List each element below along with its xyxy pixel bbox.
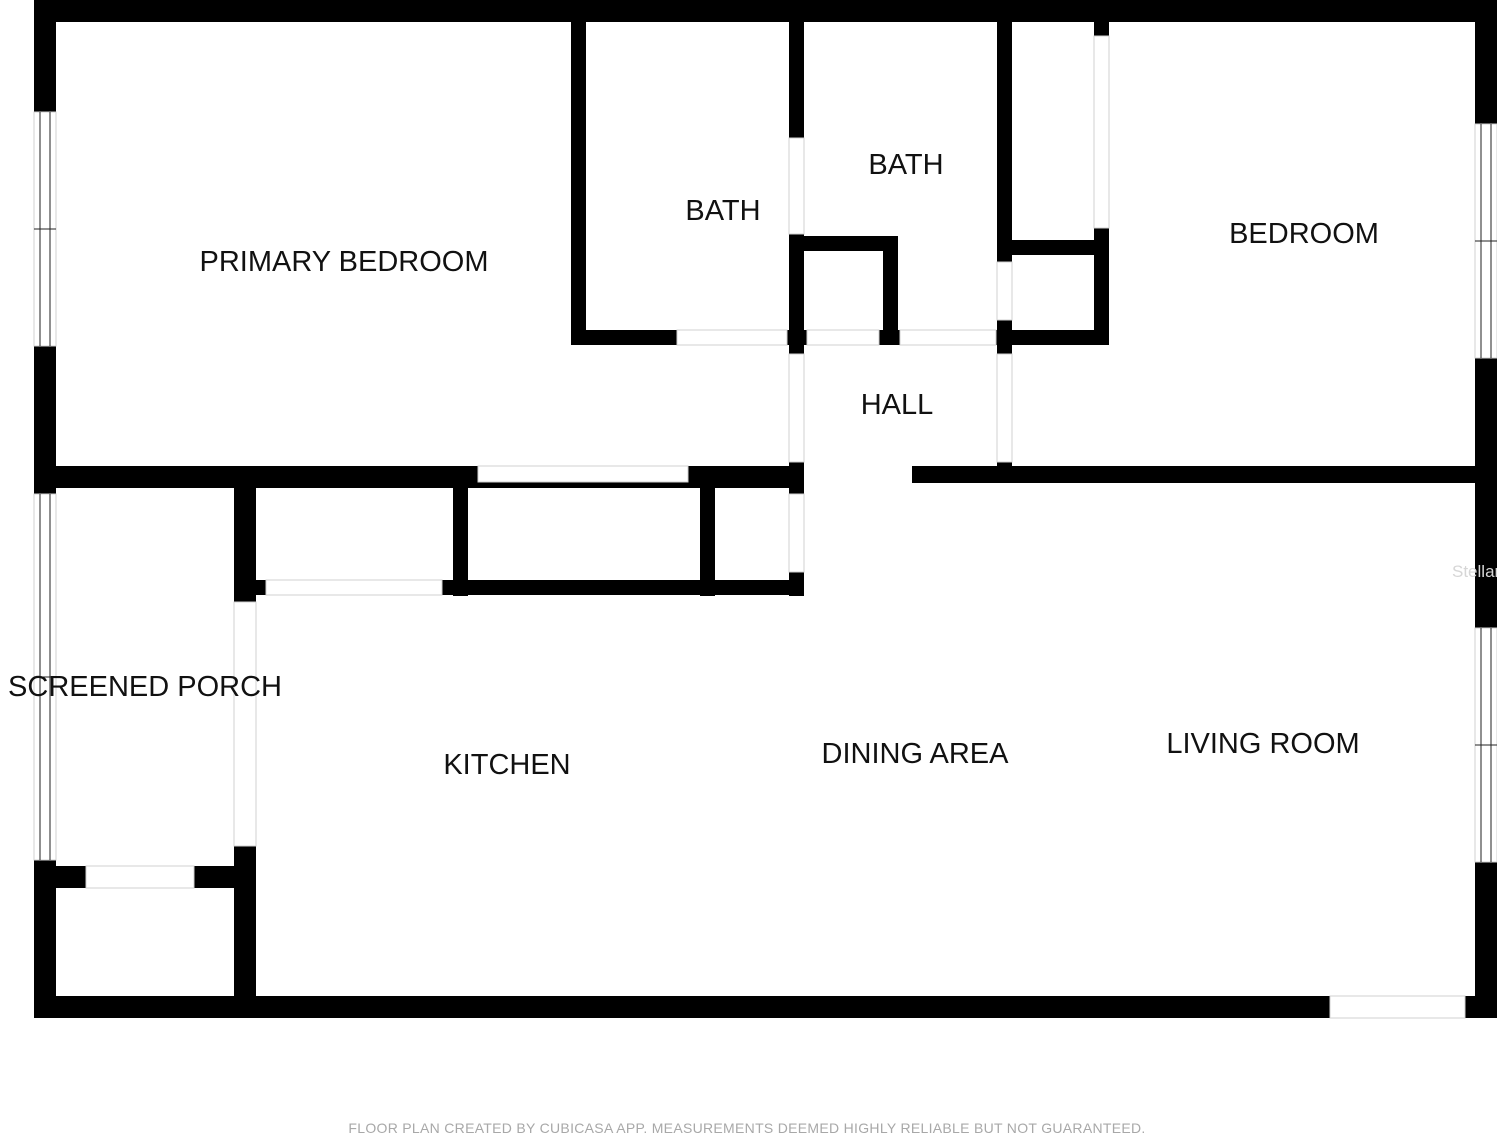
wall-closet-c-right — [789, 572, 804, 596]
wall-bath1-left — [571, 0, 586, 344]
windows — [33, 111, 1497, 863]
wall-bath2-right-upper — [997, 0, 1012, 262]
door-bedroom-closet — [1093, 35, 1110, 229]
window-bedroom — [1474, 123, 1497, 359]
window-living-room — [1474, 627, 1497, 863]
door-porch-kitchen — [233, 601, 257, 847]
door-closet-hall — [806, 329, 880, 346]
door-porch-storage — [85, 865, 195, 889]
label-bath-2: BATH — [868, 149, 943, 181]
footer-disclaimer: FLOOR PLAN CREATED BY CUBICASA APP. MEAS… — [348, 1120, 1145, 1134]
outer-wall-bottom — [34, 996, 1497, 1018]
wall-bedroom-bottom — [912, 466, 1497, 483]
watermark: Stellar — [1452, 562, 1497, 581]
wall-hall-left-lower — [789, 462, 804, 494]
outer-wall-top — [34, 0, 1497, 22]
wall-bath-divider-upper — [789, 0, 804, 138]
window-porch — [33, 493, 57, 861]
wall-bedroom-closet-right — [1094, 228, 1109, 344]
openings — [85, 35, 1466, 1019]
door-hall-left — [788, 353, 805, 463]
label-living-room: LIVING ROOM — [1166, 728, 1359, 760]
wall-bedroom-stub — [1094, 0, 1109, 36]
wall-bath2-right-lower — [997, 320, 1012, 354]
door-closet-c — [788, 493, 805, 573]
label-screened-porch: SCREENED PORCH — [8, 671, 282, 703]
door-hall-right — [996, 353, 1013, 463]
door-bath2-side — [996, 261, 1013, 321]
label-dining-area: DINING AREA — [822, 738, 1010, 770]
window-primary-bedroom — [33, 111, 57, 347]
wall-porch-right-lower — [234, 846, 256, 1018]
wall-porch-right-upper — [234, 466, 256, 602]
label-bath-1: BATH — [685, 195, 760, 227]
label-hall: HALL — [861, 389, 934, 421]
label-bedroom: BEDROOM — [1229, 218, 1379, 250]
wall-closet-right — [883, 236, 898, 344]
room-labels: PRIMARY BEDROOM BATH BATH BEDROOM HALL S… — [8, 149, 1379, 781]
door-closet-a — [265, 579, 443, 596]
wall-hall-right-stub — [997, 462, 1012, 470]
door-bath1 — [676, 329, 788, 346]
label-primary-bedroom: PRIMARY BEDROOM — [200, 246, 489, 278]
wall-closet-top — [789, 236, 898, 251]
wall-bath-divider-lower — [789, 234, 804, 354]
wall-bedroom-closet-top — [997, 240, 1109, 255]
wall-closet-a-right — [453, 466, 468, 596]
walls — [34, 0, 1497, 1018]
label-kitchen: KITCHEN — [443, 749, 570, 781]
door-bath-divider — [788, 137, 805, 235]
wall-closet-b-left — [700, 466, 715, 596]
door-primary-closet — [477, 465, 689, 483]
door-living-room-exterior — [1329, 995, 1466, 1019]
door-bath2 — [899, 329, 997, 346]
